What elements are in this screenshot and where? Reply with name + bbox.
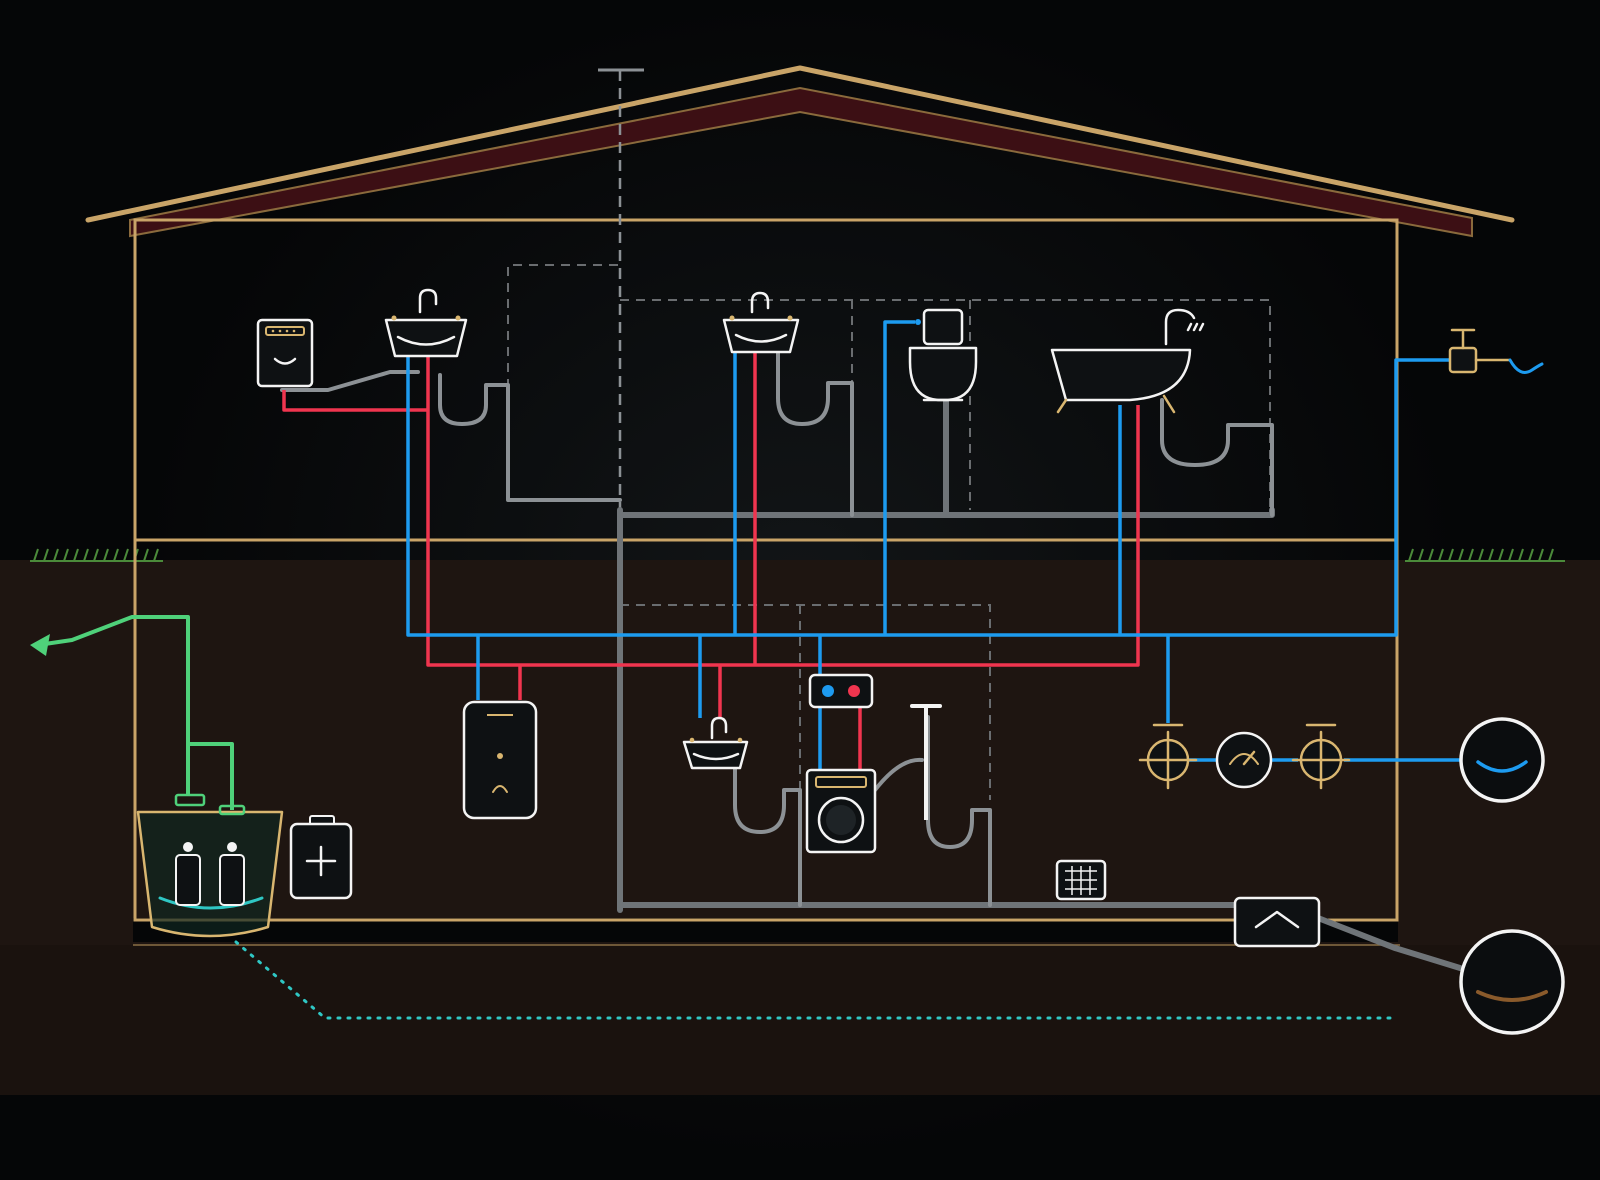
grass-left (30, 548, 163, 562)
roof-eave (85, 65, 1515, 223)
water-softener-icon (289, 815, 353, 900)
shutoff-valve-icon (1138, 723, 1198, 790)
roof-vent-icon (598, 68, 644, 510)
grass-right (1405, 548, 1565, 562)
mixing-valve-icon (808, 673, 874, 709)
ground-deep (0, 945, 1600, 1095)
leach-line (234, 940, 1397, 1020)
roof (129, 86, 1473, 238)
water-heater-icon (462, 700, 538, 820)
sink-icon (384, 288, 468, 358)
sink-icon (722, 291, 800, 354)
cold-water-pipes (406, 320, 1468, 770)
floor-drain-icon (1055, 859, 1107, 901)
washer-dryer-icon (256, 318, 314, 388)
pressure-gauge-icon (1215, 731, 1273, 789)
standpipe-icon (910, 704, 942, 820)
basement-floor-slab (133, 918, 1398, 942)
bathtub-icon (1050, 308, 1205, 414)
sewer-main-icon (1459, 929, 1565, 1035)
washing-machine-icon (805, 768, 877, 854)
hose-bib-icon (1448, 328, 1544, 374)
water-main-icon (1459, 717, 1545, 803)
septic-tank-icon (136, 793, 284, 938)
sump-pump-icon (1233, 896, 1321, 948)
shutoff-valve-icon (1291, 723, 1351, 790)
septic-drain-line (30, 615, 234, 810)
sink-icon (682, 716, 749, 770)
toilet-icon (908, 308, 978, 402)
waste-pipes (280, 348, 1463, 971)
